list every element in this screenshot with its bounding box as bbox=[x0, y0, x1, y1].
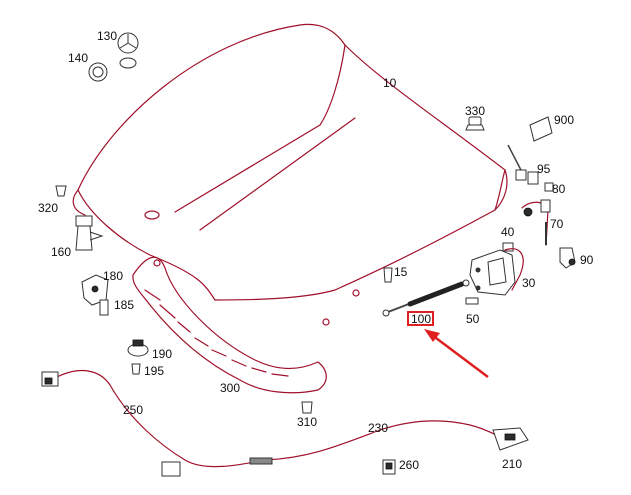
callout-50: 50 bbox=[466, 312, 480, 326]
callout-40: 40 bbox=[501, 225, 515, 239]
clip-part-310[interactable] bbox=[301, 401, 313, 414]
hinge-bracket-part[interactable] bbox=[81, 274, 109, 316]
bracket-part-90[interactable] bbox=[559, 247, 576, 269]
label-bracket-part[interactable] bbox=[507, 116, 553, 181]
front-seal-part[interactable] bbox=[132, 256, 360, 394]
callout-15: 15 bbox=[394, 265, 408, 279]
callout-250: 250 bbox=[123, 403, 143, 417]
highlight-box bbox=[407, 311, 434, 326]
callout-310: 310 bbox=[297, 415, 317, 429]
callout-185: 185 bbox=[114, 298, 134, 312]
callout-260: 260 bbox=[399, 458, 419, 472]
star-emblem-part[interactable] bbox=[117, 32, 139, 69]
callout-900: 900 bbox=[554, 113, 574, 127]
release-lever-part[interactable] bbox=[492, 427, 529, 451]
callout-80: 80 bbox=[552, 182, 566, 196]
bolt-part-40[interactable] bbox=[502, 242, 514, 252]
callout-130: 130 bbox=[97, 29, 117, 43]
callout-320: 320 bbox=[38, 201, 58, 215]
washer-nozzle-part[interactable] bbox=[127, 339, 149, 375]
bolt-part-15[interactable] bbox=[383, 267, 393, 283]
callout-95: 95 bbox=[537, 162, 551, 176]
nut-part-50[interactable] bbox=[465, 297, 479, 305]
bolt-part-80[interactable] bbox=[544, 182, 554, 192]
clip-part-95[interactable] bbox=[527, 171, 539, 185]
callout-100: 100 bbox=[411, 312, 431, 326]
callout-70: 70 bbox=[550, 217, 564, 231]
callout-140: 140 bbox=[68, 51, 88, 65]
callout-190: 190 bbox=[152, 347, 172, 361]
callout-160: 160 bbox=[51, 245, 71, 259]
highlight-arrow bbox=[424, 329, 489, 378]
hood-part[interactable] bbox=[72, 23, 508, 301]
clip-part-260[interactable] bbox=[382, 459, 396, 475]
hood-latch-part[interactable] bbox=[469, 248, 524, 296]
hood-buffer-part-160[interactable] bbox=[75, 215, 104, 251]
emblem-bezel-part[interactable] bbox=[88, 62, 108, 82]
clip-part-320[interactable] bbox=[55, 185, 67, 197]
callout-330: 330 bbox=[465, 104, 485, 118]
callout-210: 210 bbox=[502, 457, 522, 471]
callout-180: 180 bbox=[103, 269, 123, 283]
callout-30: 30 bbox=[522, 276, 536, 290]
callout-90: 90 bbox=[580, 253, 594, 267]
callout-300: 300 bbox=[220, 381, 240, 395]
release-cable-part[interactable] bbox=[41, 370, 509, 477]
lock-striker-part[interactable] bbox=[521, 199, 551, 246]
callout-10: 10 bbox=[383, 76, 397, 90]
callout-195: 195 bbox=[144, 364, 164, 378]
rubber-buffer-part[interactable] bbox=[465, 116, 485, 131]
callout-230: 230 bbox=[368, 421, 388, 435]
gas-strut-part[interactable] bbox=[382, 279, 470, 317]
